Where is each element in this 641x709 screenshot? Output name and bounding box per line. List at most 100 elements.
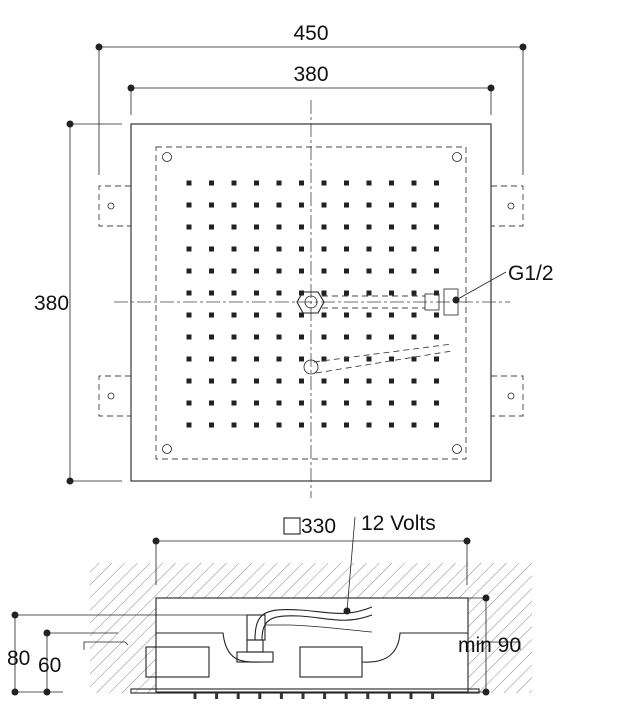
nozzle [276,422,282,428]
nozzle [411,180,417,186]
nozzle-grid [186,180,439,428]
nozzle [231,180,237,186]
12-volts-label: 12 Volts [361,512,436,535]
nozzle [366,334,372,340]
nozzle [344,400,349,406]
nozzle [434,334,439,340]
nozzle [276,312,282,318]
top-view: 450 380 380 [34,22,554,498]
nozzle [344,334,349,340]
nozzle [186,312,192,318]
nozzle [434,290,439,296]
nozzle [276,246,282,252]
nozzle [231,268,237,274]
nozzle [276,356,282,362]
nozzle [434,312,439,318]
square-symbol-icon [283,517,301,535]
nozzle [344,246,349,252]
nozzle [411,202,417,208]
nozzle [344,422,349,428]
nozzle [344,290,349,296]
nozzle [321,268,327,274]
nozzle [366,202,372,208]
nozzle [366,224,372,230]
side-nozzles [193,693,435,699]
nozzle [321,378,327,384]
nozzle [434,356,439,362]
side-nozzle [323,693,327,699]
nozzle [321,312,327,318]
nozzle [389,400,394,406]
nozzle [411,268,417,274]
corner-screws [162,152,462,454]
side-nozzle [387,693,391,699]
nozzle [389,224,394,230]
nozzle [231,224,237,230]
face-plate [130,688,480,694]
nozzle [389,180,394,186]
nozzle [254,356,259,362]
nozzle [186,224,192,230]
nozzle [344,224,349,230]
nozzle [209,356,214,362]
nozzle [254,224,259,230]
nozzle [231,400,237,406]
nozzle [389,312,394,318]
nozzle [344,356,349,362]
nozzle [231,202,237,208]
nozzle [299,268,304,274]
side-nozzle [409,693,413,699]
nozzle [276,400,282,406]
nozzle [366,290,372,296]
nozzle [366,246,372,252]
dimension-60: 60 [38,629,118,696]
nozzle [276,290,282,296]
nozzle [186,378,192,384]
dimension-330: 330 [152,515,471,585]
nozzle [276,268,282,274]
nozzle [209,180,214,186]
nozzle [434,268,439,274]
body-inner-line [156,632,468,663]
nozzle [434,180,439,186]
nozzle [299,400,304,406]
side-nozzle [301,693,305,699]
nozzle [254,246,259,252]
ceiling-hatch [90,563,532,693]
nozzle [254,378,259,384]
nozzle [434,202,439,208]
nozzle [366,312,372,318]
power-cable [303,343,453,375]
dimension-80: 80 [7,611,248,696]
nozzle [254,400,259,406]
nozzle [344,378,349,384]
nozzle [186,268,192,274]
nozzle [299,202,304,208]
side-nozzle [193,693,197,699]
nozzle [209,268,214,274]
nozzle [254,422,259,428]
nozzle [254,202,259,208]
dimension-min-90: min 90 [390,594,521,696]
nozzle [231,246,237,252]
nozzle [321,356,327,362]
side-nozzle [279,693,283,699]
nozzle [434,378,439,384]
nozzle [186,202,192,208]
connector [236,606,373,663]
side-nozzle [366,693,370,699]
nozzle [186,290,192,296]
12-volts-callout: 12 Volts [343,512,436,615]
nozzle [231,378,237,384]
nozzle [321,290,327,296]
nozzle [434,246,439,252]
dimension-label-80: 80 [7,647,30,670]
nozzle [299,334,304,340]
nozzle [344,268,349,274]
nozzle [321,202,327,208]
dimension-450: 450 [95,22,527,175]
dimension-label-380-width: 380 [293,63,328,86]
nozzle [411,290,417,296]
nozzle [299,378,304,384]
